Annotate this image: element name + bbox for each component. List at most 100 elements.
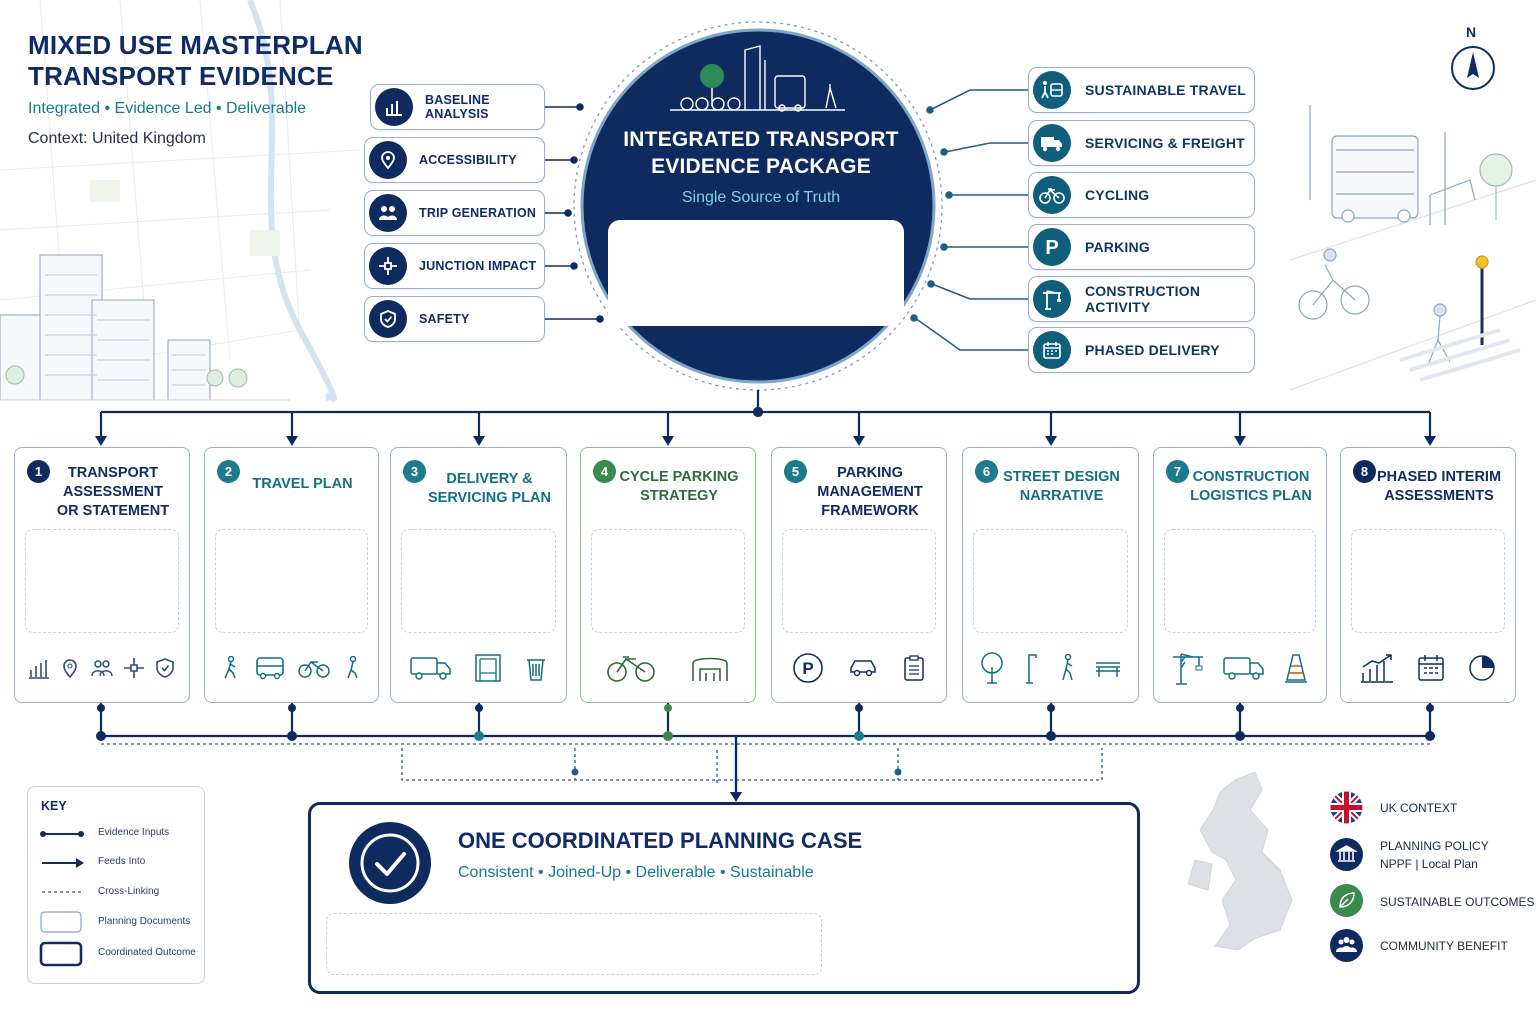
hub-subtitle: Single Source of Truth xyxy=(681,189,841,206)
input-label: TRIP GENERATION xyxy=(419,206,537,220)
legend-text: UK CONTEXT xyxy=(1380,801,1458,815)
card-icon-row xyxy=(399,651,558,685)
card-title-line: SERVICING PLAN xyxy=(427,490,551,506)
input-label: ACCESSIBILITY xyxy=(419,153,517,167)
pedestrian-icon xyxy=(223,656,236,679)
card-title: CYCLE PARKING STRATEGY xyxy=(609,468,749,506)
hub-title-line-2: EVIDENCE PACKAGE xyxy=(651,155,871,178)
key-item: Coordinated Outcome xyxy=(98,947,196,958)
bench-icon xyxy=(1095,662,1120,677)
card-content-placeholder xyxy=(782,529,936,633)
input-construction-activity[interactable]: CONSTRUCTION ACTIVITY xyxy=(1028,276,1255,322)
cycle-shelter-icon xyxy=(692,657,728,681)
pie-chart-icon xyxy=(1468,655,1495,681)
outcome-title: ONE COORDINATED PLANNING CASE xyxy=(458,828,863,853)
input-label: PARKING xyxy=(1085,239,1150,255)
card-number: 4 xyxy=(593,460,616,483)
input-label: SAFETY xyxy=(419,312,470,326)
card-icon-row xyxy=(213,651,370,685)
document-card-cycle-parking[interactable]: 4 CYCLE PARKING STRATEGY xyxy=(580,447,756,703)
document-card-phased-interim[interactable]: 8 PHASED INTERIM ASSESSMENTS xyxy=(1340,447,1516,703)
map-illustration xyxy=(0,0,361,402)
leaf-icon xyxy=(1330,884,1363,917)
bar-chart-icon xyxy=(375,88,413,126)
bicycle-icon xyxy=(298,660,330,678)
car-icon xyxy=(850,660,876,677)
document-card-street-design[interactable]: 6 STREET DESIGN NARRATIVE xyxy=(962,447,1139,703)
card-icon-row xyxy=(589,651,747,685)
collection-bus xyxy=(99,703,1432,738)
document-card-construction-logistics[interactable]: 7 CONSTRUCTION LOGISTICS PLAN xyxy=(1153,447,1327,703)
card-content-placeholder xyxy=(25,529,179,633)
legend-community-benefit: COMMUNITY BENEFIT xyxy=(1380,937,1508,955)
card-title-line: ASSESSMENT xyxy=(63,484,163,500)
hub-title-line-1: INTEGRATED TRANSPORT xyxy=(623,128,899,151)
street-lamp-icon xyxy=(1026,654,1038,684)
street-scene-illustration xyxy=(1289,105,1536,391)
input-junction-impact[interactable]: JUNCTION IMPACT xyxy=(364,243,545,289)
card-icon-row xyxy=(971,651,1130,685)
card-content-placeholder xyxy=(1164,529,1316,633)
legend-sustainable-outcomes: SUSTAINABLE OUTCOMES xyxy=(1380,893,1534,911)
junction-icon xyxy=(369,247,407,285)
key-item: Feeds Into xyxy=(98,856,146,867)
input-parking[interactable]: P PARKING xyxy=(1028,224,1255,270)
input-safety[interactable]: SAFETY xyxy=(364,296,545,342)
collection-nodes xyxy=(96,704,1435,776)
input-label: PHASED DELIVERY xyxy=(1085,342,1220,358)
people-icon xyxy=(91,660,113,677)
card-number: 3 xyxy=(403,460,426,483)
legend-text: NPPF | Local Plan xyxy=(1380,857,1478,871)
outcome-content-placeholder xyxy=(326,913,822,975)
bus-icon xyxy=(256,657,284,680)
card-title: DELIVERY & SERVICING PLAN xyxy=(419,470,560,508)
arrowheads xyxy=(95,436,1436,446)
junction-icon xyxy=(124,658,145,678)
card-title-line: ASSESSMENTS xyxy=(1384,488,1494,504)
shield-check-icon xyxy=(369,300,407,338)
legend-text: COMMUNITY BENEFIT xyxy=(1380,939,1508,953)
card-title-line: TRAVEL PLAN xyxy=(252,476,353,492)
card-content-placeholder xyxy=(401,529,556,633)
truck-icon xyxy=(1223,657,1264,680)
card-title: CONSTRUCTION LOGISTICS PLAN xyxy=(1182,468,1320,506)
card-number: 8 xyxy=(1353,460,1376,483)
card-title-line: CYCLE PARKING xyxy=(619,469,739,485)
growth-chart-icon xyxy=(1361,654,1394,683)
input-label: SUSTAINABLE TRAVEL xyxy=(1085,82,1246,98)
compass-icon xyxy=(1451,46,1495,90)
input-accessibility[interactable]: ACCESSIBILITY xyxy=(364,137,545,183)
card-content-placeholder xyxy=(973,529,1128,633)
card-title: STREET DESIGN NARRATIVE xyxy=(991,468,1132,506)
card-content-placeholder xyxy=(1351,529,1505,633)
document-card-parking-management[interactable]: 5 PARKING MANAGEMENT FRAMEWORK P xyxy=(771,447,947,703)
walking-icon xyxy=(347,656,359,679)
card-number: 2 xyxy=(217,460,240,483)
card-icon-row: P xyxy=(780,651,938,685)
card-title-line: LOGISTICS PLAN xyxy=(1190,488,1312,504)
input-servicing-freight[interactable]: SERVICING & FREIGHT xyxy=(1028,120,1255,166)
document-card-delivery-servicing[interactable]: 3 DELIVERY & SERVICING PLAN xyxy=(390,447,567,703)
pedestrian-icon xyxy=(1061,654,1073,681)
card-content-placeholder xyxy=(591,529,745,633)
input-cycling[interactable]: CYCLING xyxy=(1028,172,1255,218)
input-label: CONSTRUCTION ACTIVITY xyxy=(1085,283,1201,315)
input-baseline-analysis[interactable]: BASELINE ANALYSIS xyxy=(370,84,545,130)
uk-map-illustration xyxy=(1187,771,1293,951)
hub-skyline-icon xyxy=(670,45,845,112)
bicycle-icon xyxy=(607,656,655,682)
title-line-1: MIXED USE MASTERPLAN xyxy=(28,30,363,60)
bar-chart-icon xyxy=(28,660,49,679)
card-title: TRANSPORT ASSESSMENT OR STATEMENT xyxy=(43,464,183,521)
document-card-travel-plan[interactable]: 2 TRAVEL PLAN xyxy=(204,447,379,703)
card-title-line: MANAGEMENT xyxy=(817,484,923,500)
card-title: TRAVEL PLAN xyxy=(233,475,372,494)
input-trip-generation[interactable]: TRIP GENERATION xyxy=(364,190,545,236)
bin-icon xyxy=(526,659,545,681)
outcome-panel xyxy=(308,802,1140,994)
document-card-transport-assessment[interactable]: 1 TRANSPORT ASSESSMENT OR STATEMENT xyxy=(14,447,190,703)
legend-uk-context: UK CONTEXT xyxy=(1380,799,1457,817)
input-sustainable-travel[interactable]: SUSTAINABLE TRAVEL xyxy=(1028,67,1255,113)
card-title-line: STREET DESIGN xyxy=(1003,469,1120,485)
input-phased-delivery[interactable]: PHASED DELIVERY xyxy=(1028,327,1255,373)
